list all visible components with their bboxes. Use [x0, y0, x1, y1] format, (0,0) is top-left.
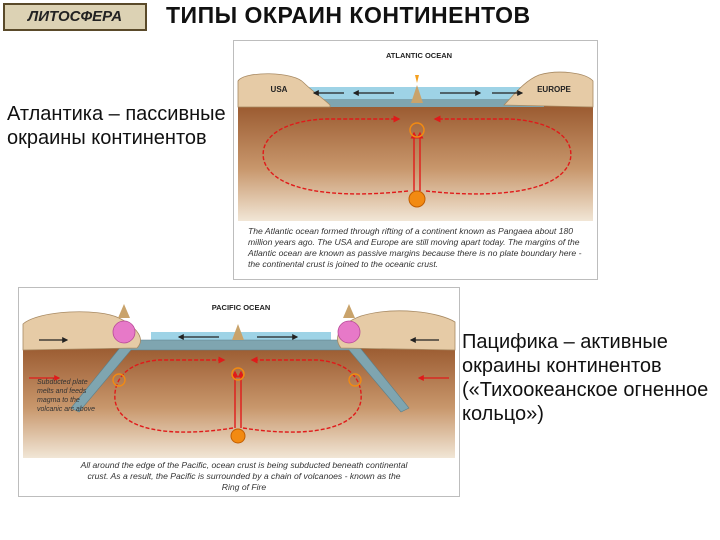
atlantic-description: Атлантика – пассивные окраины континенто…: [7, 103, 226, 149]
hotspot-magma: [408, 190, 426, 208]
melting-zone-right: [348, 373, 362, 387]
magma-chamber: [409, 122, 425, 138]
mid-ocean-ridge: [411, 85, 423, 103]
mid-ocean-ridge: [232, 324, 244, 340]
convection-cell-left: [114, 356, 234, 433]
pacific-caption: All around the edge of the Pacific, ocea…: [80, 460, 408, 492]
atlantic-caption: The Atlantic ocean formed through riftin…: [248, 226, 582, 269]
europe-label: EUROPE: [537, 85, 571, 94]
usa-continent: [237, 73, 331, 108]
volcano-right: [343, 304, 355, 318]
atlantic-illustration: USA EUROPE ATLANTIC OCEAN: [234, 41, 597, 221]
subduction-note: Subducted plate melts and feeds magma to…: [37, 379, 95, 413]
ocean-label: PACIFIC OCEAN: [212, 303, 271, 312]
slide-title: ТИПЫ ОКРАИН КОНТИНЕНТОВ: [166, 2, 531, 28]
pacific-description: Пацифика – активные окраины континентов …: [462, 331, 709, 425]
hotspot-magma: [230, 428, 246, 444]
europe-continent: [503, 71, 594, 108]
convection-cell-right: [242, 356, 362, 433]
melting-zone-left: [112, 373, 126, 387]
atlantic-diagram: USA EUROPE ATLANTIC OCEAN The Atlantic o…: [233, 40, 598, 280]
pacific-illustration: PACIFIC OCEAN: [19, 288, 459, 458]
volcano-left: [118, 304, 130, 318]
section-badge: ЛИТОСФЕРА: [3, 3, 147, 31]
ocean-label: ATLANTIC OCEAN: [386, 51, 452, 60]
magma-chamber: [231, 367, 245, 381]
magma-pluton-left: [112, 320, 136, 344]
usa-label: USA: [271, 85, 288, 94]
magma-pluton-right: [337, 320, 361, 344]
pacific-diagram: PACIFIC OCEAN Subducted plate melts and …: [18, 287, 460, 497]
